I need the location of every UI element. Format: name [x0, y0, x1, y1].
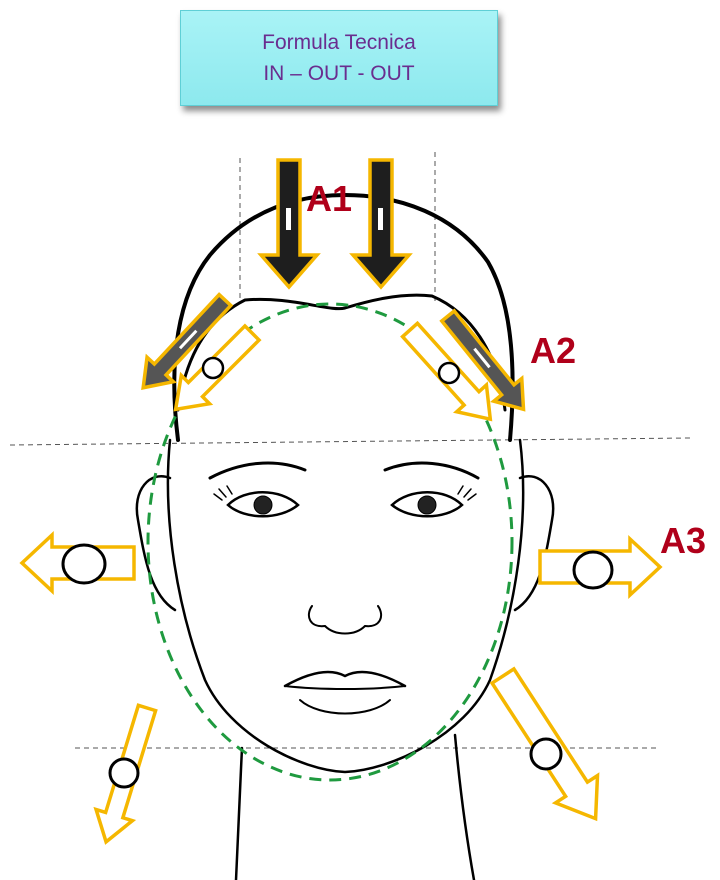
- horizontal-guide-upper: [10, 438, 690, 445]
- label-a1: A1: [306, 178, 352, 220]
- neck-left: [236, 748, 242, 880]
- right-eyebrow: [385, 463, 478, 478]
- marker-circle: [439, 363, 459, 383]
- left-lashes: [214, 486, 232, 500]
- lip-line: [285, 686, 405, 689]
- neck-right: [455, 735, 474, 880]
- lower-lip: [300, 700, 390, 714]
- nose: [309, 606, 381, 634]
- head-outline: [137, 195, 553, 880]
- marker-circle: [110, 759, 138, 787]
- marker-circle: [531, 739, 561, 769]
- right-iris: [418, 496, 436, 514]
- right-lashes: [458, 486, 476, 500]
- a1-arrow-right: [353, 160, 409, 287]
- marker-circle: [203, 358, 223, 378]
- marker-circle: [574, 552, 612, 588]
- facial-features: [210, 463, 478, 713]
- guide-lines: [10, 152, 690, 748]
- left-eyebrow: [210, 463, 305, 478]
- label-a2: A2: [530, 330, 576, 372]
- label-a3: A3: [660, 520, 706, 562]
- marker-circle: [63, 545, 105, 583]
- upper-lip: [285, 672, 405, 686]
- left-iris: [254, 496, 272, 514]
